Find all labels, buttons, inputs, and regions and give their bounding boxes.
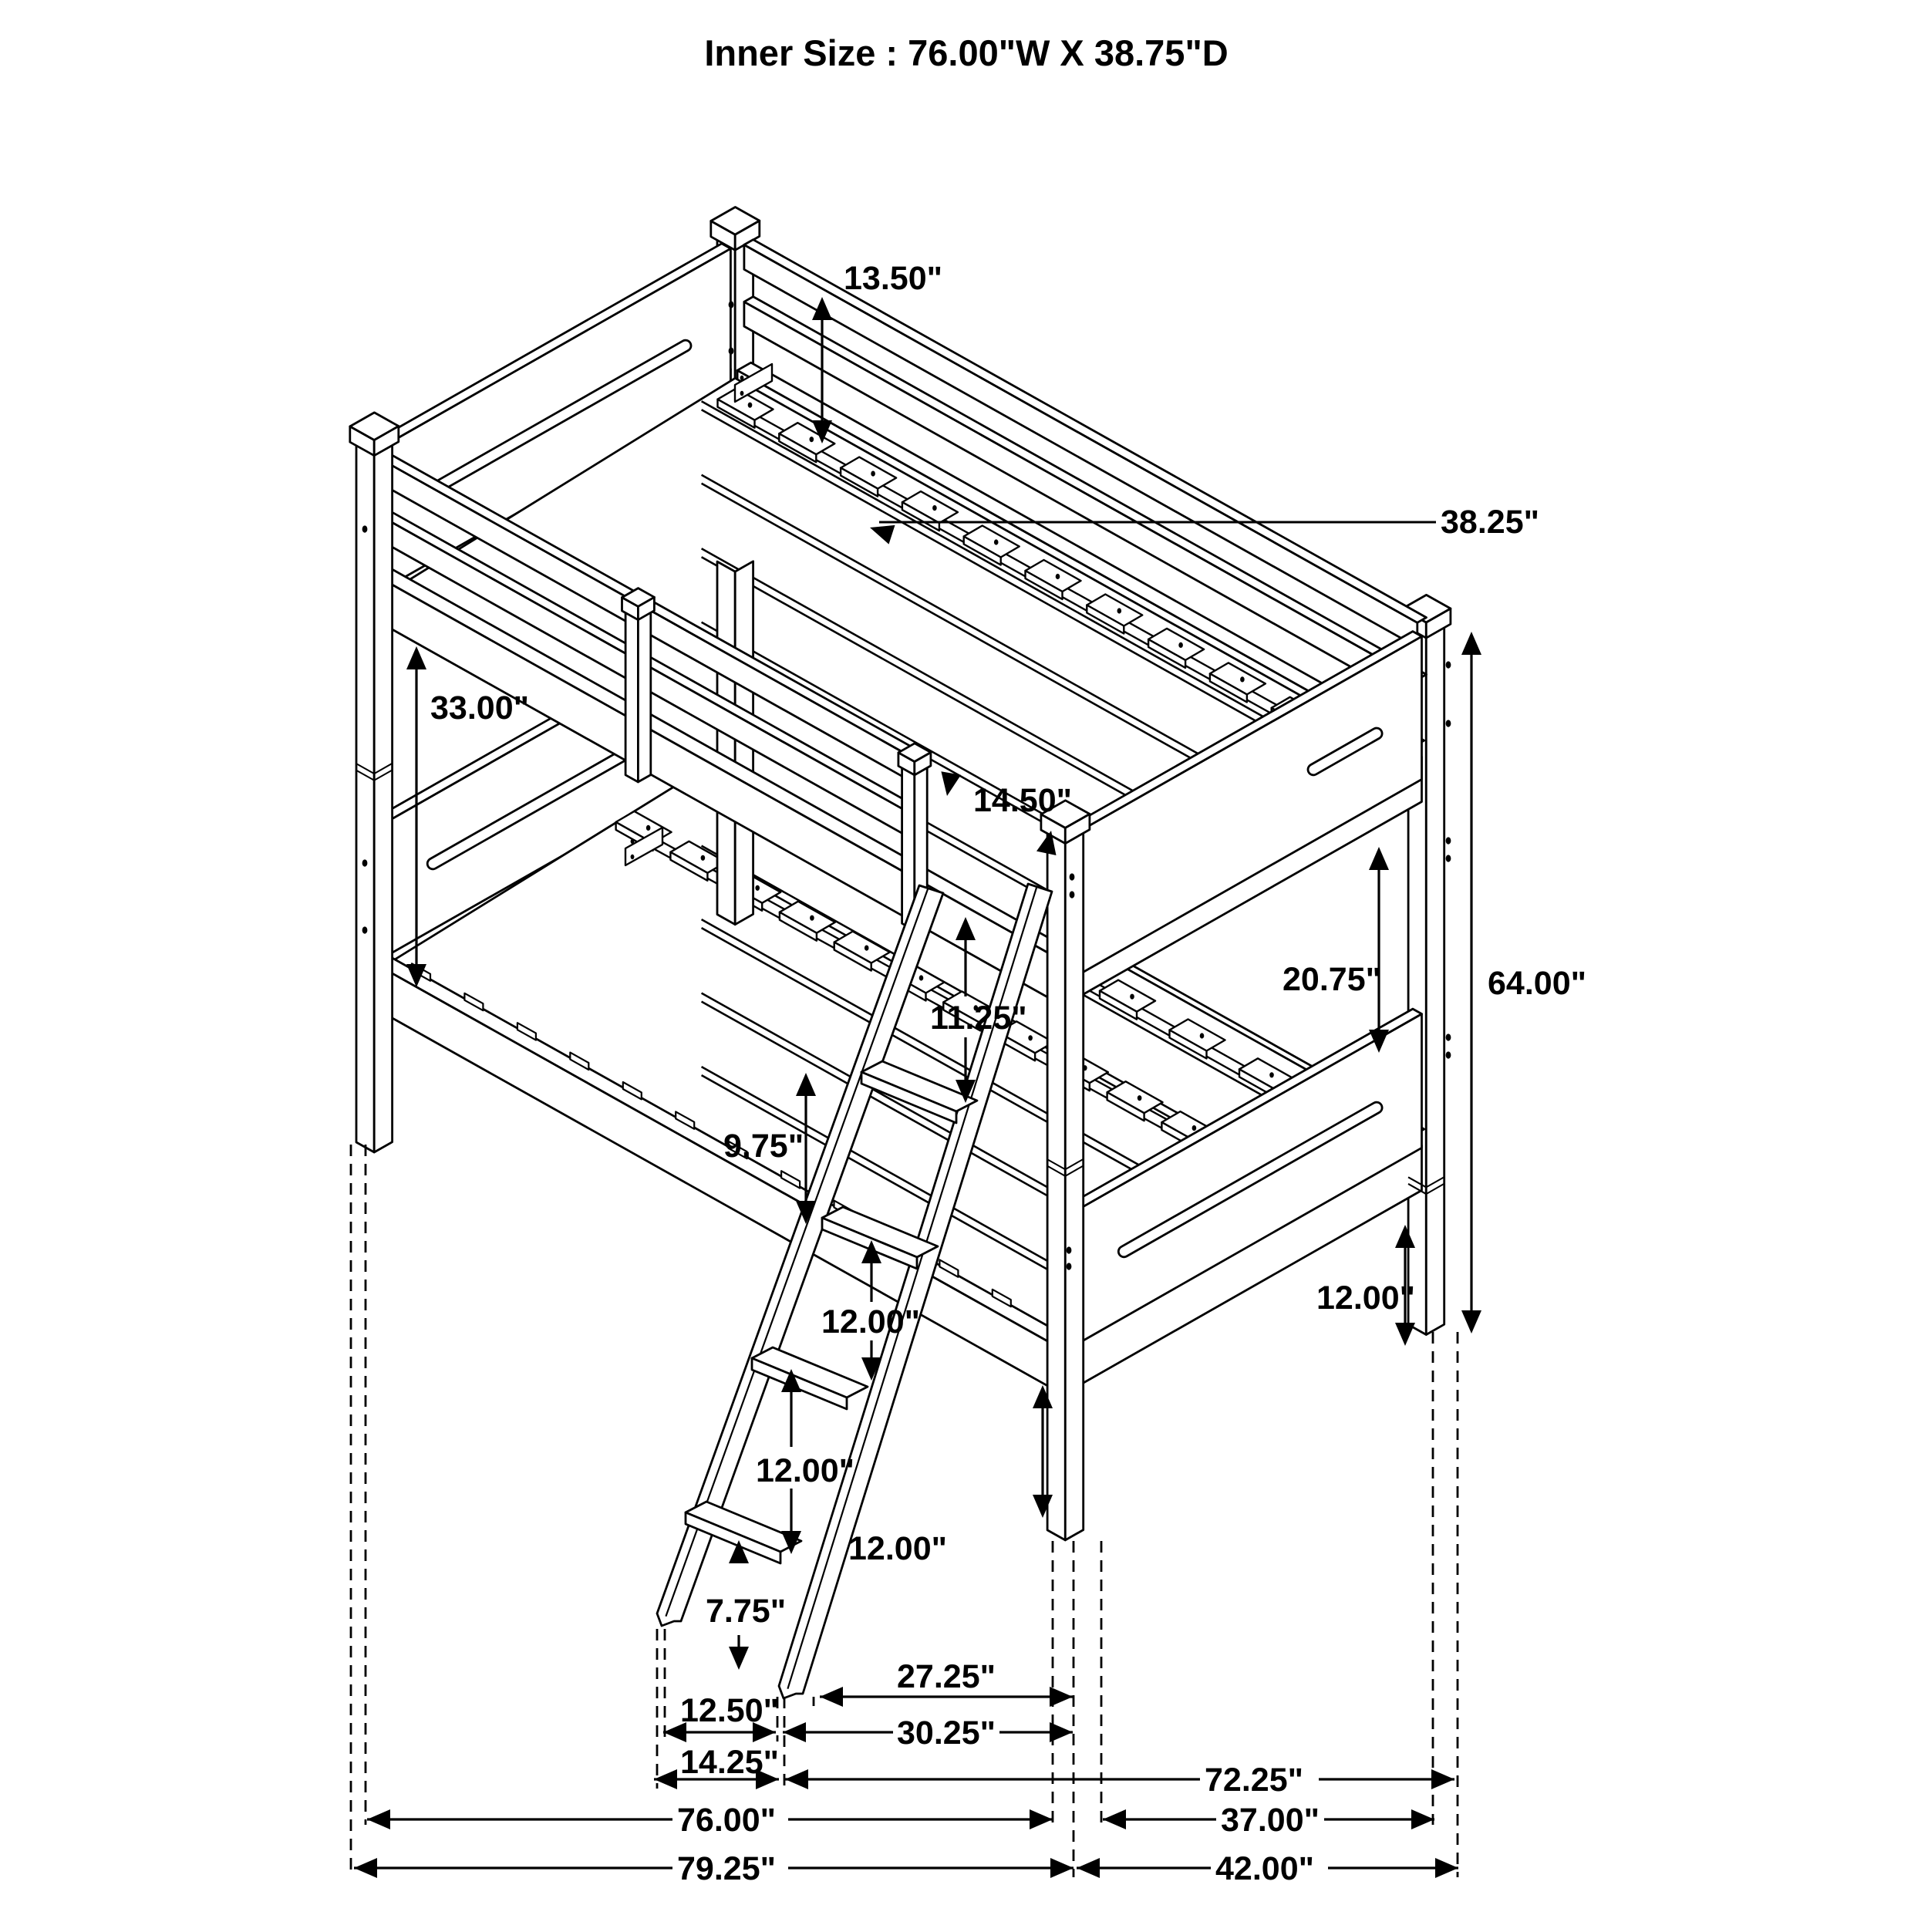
svg-text:42.00": 42.00" <box>1215 1850 1314 1887</box>
svg-text:76.00": 76.00" <box>677 1802 776 1839</box>
svg-text:20.75": 20.75" <box>1283 961 1381 998</box>
svg-text:12.00": 12.00" <box>821 1303 920 1340</box>
svg-text:14.25": 14.25" <box>680 1744 779 1781</box>
svg-text:64.00": 64.00" <box>1488 965 1586 1002</box>
svg-text:79.25": 79.25" <box>677 1850 776 1887</box>
svg-text:11.25": 11.25" <box>930 1000 1027 1037</box>
svg-text:14.50": 14.50" <box>973 782 1072 819</box>
svg-text:12.00": 12.00" <box>756 1452 854 1489</box>
svg-text:12.50": 12.50" <box>680 1692 779 1729</box>
svg-text:30.25": 30.25" <box>897 1715 996 1752</box>
svg-text:12.00": 12.00" <box>1316 1280 1415 1317</box>
svg-text:37.00": 37.00" <box>1221 1802 1320 1839</box>
svg-text:72.25": 72.25" <box>1205 1762 1303 1799</box>
svg-text:13.50": 13.50" <box>844 260 942 297</box>
svg-text:Inner Size : 76.00"W X 38.75"D: Inner Size : 76.00"W X 38.75"D <box>704 32 1228 73</box>
svg-text:7.75": 7.75" <box>706 1593 786 1630</box>
svg-text:9.75": 9.75" <box>723 1128 804 1165</box>
svg-text:38.25": 38.25" <box>1441 504 1539 541</box>
svg-text:12.00": 12.00" <box>848 1530 947 1567</box>
svg-text:33.00": 33.00" <box>430 690 529 727</box>
svg-text:27.25": 27.25" <box>897 1658 996 1695</box>
